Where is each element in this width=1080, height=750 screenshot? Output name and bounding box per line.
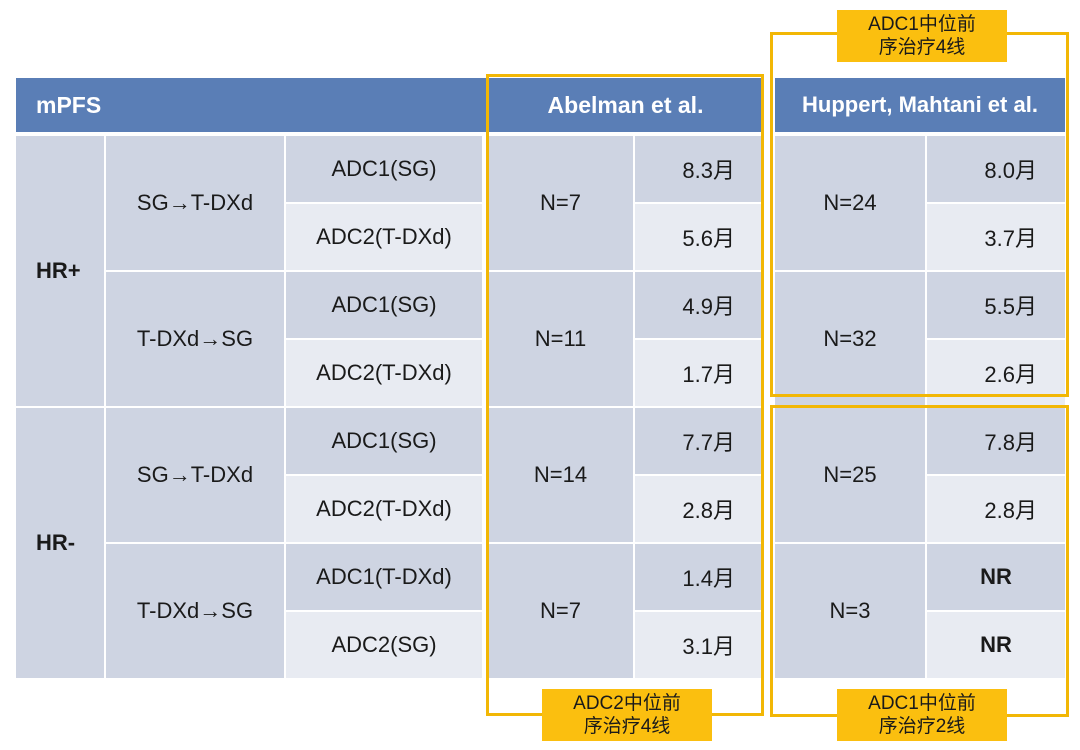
huppert-mpfs-value: 8.0月 bbox=[927, 136, 1065, 202]
highlight-frame-huppert-hr-negative bbox=[770, 405, 1069, 717]
header-metric: mPFS bbox=[16, 78, 486, 132]
annotation-bottom-right: ADC1中位前 序治疗2线 bbox=[837, 689, 1007, 741]
highlight-frame-huppert-hr-positive bbox=[770, 32, 1069, 397]
adc-label: ADC2(T-DXd) bbox=[286, 476, 482, 542]
abelman-n: N=11 bbox=[488, 272, 633, 406]
huppert-mpfs-value: NR bbox=[927, 612, 1065, 678]
adc-label: ADC1(T-DXd) bbox=[286, 544, 482, 610]
header-study-huppert: Huppert, Mahtani et al. bbox=[775, 78, 1065, 132]
sequence-label: T-DXd→SG bbox=[106, 544, 284, 678]
abelman-mpfs-value: 4.9月 bbox=[635, 272, 763, 338]
sequence-label: SG→T-DXd bbox=[106, 136, 284, 270]
huppert-n: N=3 bbox=[775, 544, 925, 678]
group-label: HR+ bbox=[16, 136, 104, 406]
huppert-n: N=24 bbox=[775, 136, 925, 270]
sequence-label: T-DXd→SG bbox=[106, 272, 284, 406]
highlight-frame-abelman bbox=[486, 74, 764, 716]
huppert-mpfs-value: NR bbox=[927, 544, 1065, 610]
group-label: HR- bbox=[16, 408, 104, 678]
abelman-mpfs-value: 1.4月 bbox=[635, 544, 763, 610]
adc-label: ADC1(SG) bbox=[286, 272, 482, 338]
abelman-n: N=7 bbox=[488, 544, 633, 678]
huppert-mpfs-value: 5.5月 bbox=[927, 272, 1065, 338]
huppert-n: N=25 bbox=[775, 408, 925, 542]
abelman-mpfs-value: 8.3月 bbox=[635, 136, 763, 202]
adc-label: ADC1(SG) bbox=[286, 136, 482, 202]
annotation-bottom-middle: ADC2中位前 序治疗4线 bbox=[542, 689, 712, 741]
adc-label: ADC1(SG) bbox=[286, 408, 482, 474]
abelman-mpfs-value: 5.6月 bbox=[635, 204, 763, 270]
abelman-mpfs-value: 2.8月 bbox=[635, 476, 763, 542]
abelman-n: N=7 bbox=[488, 136, 633, 270]
header-study-abelman: Abelman et al. bbox=[488, 78, 763, 132]
adc-label: ADC2(T-DXd) bbox=[286, 340, 482, 406]
adc-label: ADC2(T-DXd) bbox=[286, 204, 482, 270]
abelman-mpfs-value: 1.7月 bbox=[635, 340, 763, 406]
abelman-n: N=14 bbox=[488, 408, 633, 542]
abelman-mpfs-value: 7.7月 bbox=[635, 408, 763, 474]
huppert-n: N=32 bbox=[775, 272, 925, 406]
abelman-mpfs-value: 3.1月 bbox=[635, 612, 763, 678]
huppert-mpfs-value: 3.7月 bbox=[927, 204, 1065, 270]
sequence-label: SG→T-DXd bbox=[106, 408, 284, 542]
huppert-mpfs-value: 7.8月 bbox=[927, 408, 1065, 474]
huppert-mpfs-value: 2.8月 bbox=[927, 476, 1065, 542]
adc-label: ADC2(SG) bbox=[286, 612, 482, 678]
annotation-top-right: ADC1中位前 序治疗4线 bbox=[837, 10, 1007, 62]
